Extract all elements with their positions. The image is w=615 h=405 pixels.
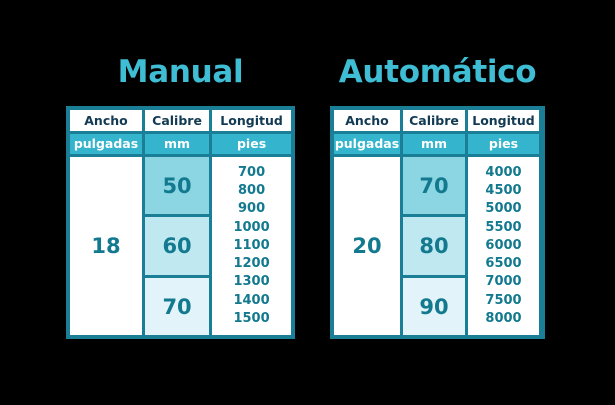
- longitud-value: 7000: [485, 274, 522, 290]
- longitud-value: 5000: [485, 201, 522, 217]
- longitud-value: 1200: [233, 256, 270, 272]
- calibre-column: 70 80 90: [403, 157, 465, 335]
- column-header-ancho: Ancho: [334, 110, 400, 131]
- calibre-column: 50 60 70: [145, 157, 210, 335]
- longitud-value: 1100: [233, 237, 270, 253]
- longitud-list: 700 800 900 1000 1100 1200 1300 1400 150…: [212, 157, 292, 335]
- unit-calibre: mm: [403, 134, 465, 154]
- calibre-value: 50: [145, 157, 210, 214]
- longitud-value: 1400: [233, 292, 270, 308]
- unit-ancho: pulgadas: [70, 134, 142, 154]
- longitud-value: 900: [237, 201, 266, 217]
- spec-table-automatico: Ancho Calibre Longitud pulgadas mm pies …: [330, 106, 545, 339]
- column-header-calibre: Calibre: [145, 110, 210, 131]
- table-header-row-automatico: Ancho Calibre Longitud: [334, 110, 541, 134]
- table-body-manual: 18 50 60 70 700 800 900 1000 1100 1200 1…: [70, 157, 292, 335]
- column-header-ancho: Ancho: [70, 110, 142, 131]
- ancho-value: 18: [70, 157, 142, 335]
- longitud-value: 4500: [485, 183, 522, 199]
- longitud-list: 4000 4500 5000 5500 6000 6500 7000 7500 …: [468, 157, 539, 335]
- calibre-value: 70: [145, 278, 210, 335]
- calibre-value: 70: [403, 157, 465, 214]
- calibre-value: 80: [403, 217, 465, 275]
- unit-longitud: pies: [468, 134, 539, 154]
- ancho-value: 20: [334, 157, 400, 335]
- table-unit-row-manual: pulgadas mm pies: [70, 134, 292, 157]
- spec-panel-automatico: Automático Ancho Calibre Longitud pulgad…: [330, 52, 545, 339]
- longitud-value: 7500: [485, 292, 522, 308]
- longitud-value: 700: [237, 165, 266, 181]
- longitud-value: 4000: [485, 165, 522, 181]
- longitud-value: 8000: [485, 310, 522, 326]
- longitud-value: 6000: [485, 237, 522, 253]
- unit-ancho: pulgadas: [334, 134, 400, 154]
- calibre-value: 60: [145, 217, 210, 275]
- panel-title-automatico: Automático: [338, 54, 537, 90]
- column-header-longitud: Longitud: [212, 110, 292, 131]
- unit-calibre: mm: [145, 134, 210, 154]
- unit-longitud: pies: [212, 134, 292, 154]
- longitud-value: 800: [237, 183, 266, 199]
- table-header-row-manual: Ancho Calibre Longitud: [70, 110, 292, 134]
- longitud-value: 5500: [485, 219, 522, 235]
- longitud-value: 1500: [233, 310, 270, 326]
- panel-title-manual: Manual: [117, 54, 244, 90]
- longitud-value: 1300: [233, 274, 270, 290]
- column-header-longitud: Longitud: [468, 110, 539, 131]
- calibre-value: 90: [403, 278, 465, 335]
- spec-panel-manual: Manual Ancho Calibre Longitud pulgadas m…: [66, 52, 295, 339]
- table-unit-row-automatico: pulgadas mm pies: [334, 134, 541, 157]
- longitud-value: 1000: [233, 219, 270, 235]
- longitud-value: 6500: [485, 256, 522, 272]
- spec-table-manual: Ancho Calibre Longitud pulgadas mm pies …: [66, 106, 295, 339]
- column-header-calibre: Calibre: [403, 110, 465, 131]
- table-body-automatico: 20 70 80 90 4000 4500 5000 5500 6000 650…: [334, 157, 541, 335]
